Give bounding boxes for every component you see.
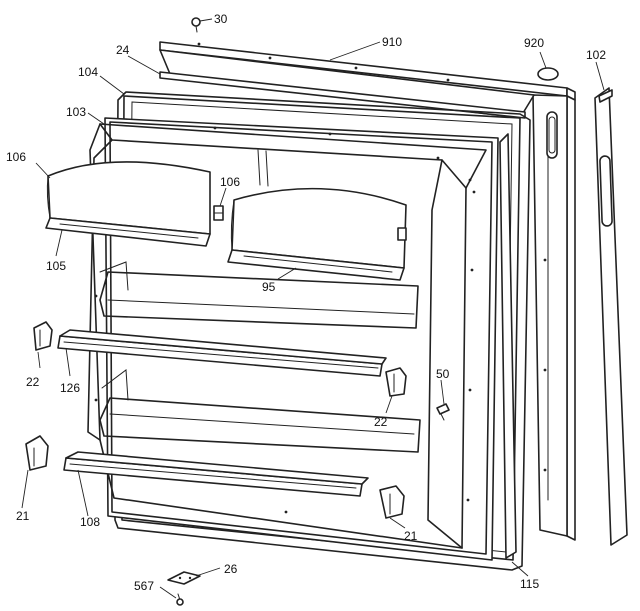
label-567: 567 — [134, 579, 154, 593]
shelf-support-right-lower — [379, 485, 405, 519]
label-920: 920 — [524, 36, 544, 50]
label-95: 95 — [262, 280, 276, 294]
label-22-left: 22 — [26, 375, 40, 389]
dairy-door-left — [45, 161, 211, 247]
label-22-right: 22 — [374, 415, 388, 429]
shelf-support-left-lower — [25, 435, 49, 471]
stud — [436, 403, 450, 421]
label-24: 24 — [116, 43, 130, 57]
top-breaker-strip — [159, 71, 526, 119]
label-50: 50 — [436, 367, 450, 381]
label-21-right: 21 — [404, 529, 418, 543]
plug-button — [537, 67, 559, 81]
label-26: 26 — [224, 562, 238, 576]
screw-bottom — [176, 593, 184, 606]
label-104: 104 — [78, 65, 98, 79]
lower-shelf-bar — [63, 451, 369, 497]
label-910: 910 — [382, 35, 402, 49]
shelf-support-left-upper — [33, 321, 53, 351]
label-108: 108 — [80, 515, 100, 529]
shelf-support-right-upper — [385, 367, 407, 397]
label-102: 102 — [586, 48, 606, 62]
label-115: 115 — [520, 577, 539, 591]
gasket-strip — [499, 133, 517, 559]
label-103: 103 — [66, 105, 86, 119]
label-105: 105 — [46, 259, 66, 273]
leader-lines — [21, 18, 605, 599]
label-30: 30 — [214, 12, 228, 26]
dairy-door-right — [227, 187, 407, 281]
screw-top — [191, 17, 201, 33]
part-labels: 30 910 920 102 24 104 103 106 106 105 95… — [6, 12, 606, 593]
label-126: 126 — [60, 381, 80, 395]
door-hinge — [213, 205, 224, 221]
label-21-left: 21 — [16, 509, 30, 523]
outer-door-panel — [159, 41, 576, 541]
side-trim-strip — [594, 87, 628, 546]
bracket — [167, 571, 201, 585]
upper-shelf-bar — [57, 329, 387, 377]
label-106-left: 106 — [6, 150, 26, 164]
label-106-center: 106 — [220, 175, 240, 189]
